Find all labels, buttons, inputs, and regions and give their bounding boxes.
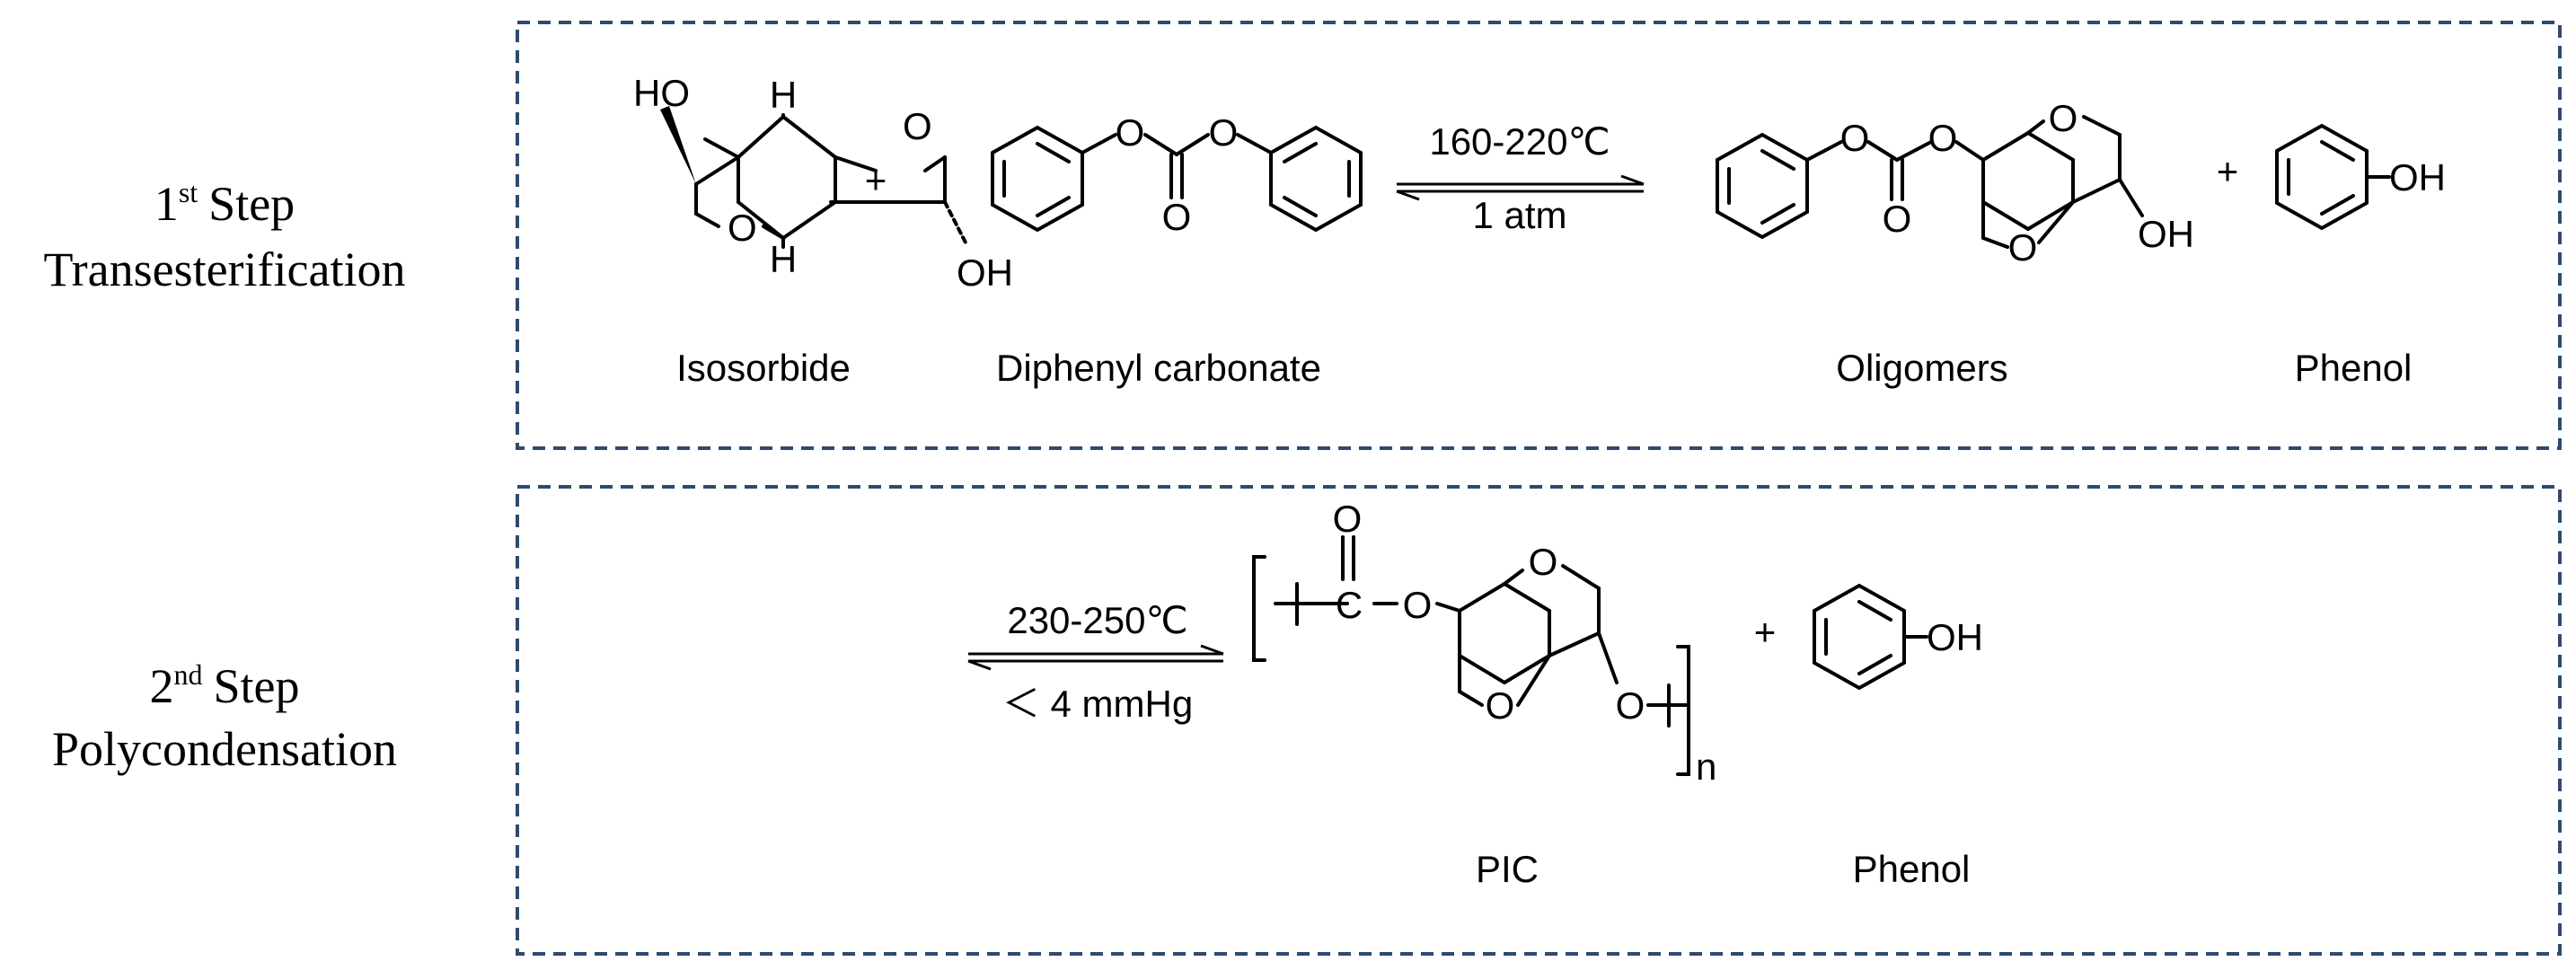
oligomer-o-ring-top: O: [2049, 97, 2078, 139]
phenol-oh-step2: OH: [1927, 616, 1983, 658]
dpc-o-left: O: [1116, 111, 1145, 154]
step1-equilibrium-arrow: [1396, 174, 1645, 201]
step2-box: [516, 485, 2562, 956]
dpc-name: Diphenyl carbonate: [996, 347, 1321, 389]
isosorbide-name: Isosorbide: [676, 347, 851, 389]
step2-ordinal: 2: [149, 659, 173, 713]
step1-condition-pressure: 1 atm: [1472, 194, 1566, 236]
oligomer-o-carbonyl: O: [1883, 198, 1912, 240]
phenol-name-step1: Phenol: [2295, 347, 2413, 389]
phenol-oh-step1: OH: [2389, 156, 2446, 198]
step1-plus-1: +: [865, 159, 887, 201]
isosorbide-o-left: O: [728, 207, 757, 249]
step2-subtitle: Polycondensation: [52, 722, 397, 776]
oligomer-structure: [1716, 115, 2144, 249]
step2-word: Step: [213, 659, 299, 713]
dpc-o-right: O: [1209, 111, 1239, 154]
isosorbide-ho-label: HO: [633, 72, 690, 114]
isosorbide-o-right: O: [903, 105, 932, 147]
step2-plus: +: [1754, 611, 1777, 653]
oligomer-o-2: O: [1928, 117, 1958, 159]
pic-o-ester: O: [1403, 584, 1433, 626]
isosorbide-h-bottom: H: [770, 238, 797, 280]
step1-box: [516, 21, 2562, 450]
dpc-o-carbonyl: O: [1162, 196, 1192, 238]
isosorbide-structure: [694, 113, 967, 249]
oligomer-o-ring-bottom: O: [2008, 226, 2038, 269]
step2-condition-temp: 230-250℃: [1007, 599, 1187, 641]
step2-equilibrium-arrow: [967, 644, 1224, 671]
pic-o-ring-top: O: [1529, 541, 1558, 583]
isosorbide-h-top: H: [770, 74, 797, 116]
pic-name: PIC: [1476, 848, 1539, 890]
step1-title: 1st Step: [154, 176, 295, 231]
oligomer-o-1: O: [1840, 117, 1870, 159]
step2-title: 2nd Step: [149, 658, 299, 713]
step2-sup: nd: [173, 658, 202, 691]
pic-repeat-n: n: [1696, 745, 1716, 788]
phenol-structure-step2: [1813, 583, 1928, 691]
pic-o-carbonyl: O: [1333, 498, 1363, 540]
isosorbide-oh-label: OH: [957, 251, 1013, 294]
phenol-structure-step1: [2275, 123, 2391, 231]
pic-structure: [1252, 535, 1690, 776]
step2-condition-pressure: ＜ 4 mmHg: [1002, 683, 1193, 725]
pic-c-label: C: [1336, 584, 1363, 626]
pic-o-end: O: [1616, 684, 1645, 727]
phenol-name-step2: Phenol: [1853, 848, 1971, 890]
step1-sup: st: [179, 176, 198, 208]
step1-word: Step: [208, 177, 295, 231]
step1-plus-2: +: [2217, 150, 2239, 192]
step1-subtitle: Transesterification: [44, 243, 406, 296]
oligomer-name: Oligomers: [1836, 347, 2007, 389]
step1-ordinal: 1: [154, 177, 179, 231]
isosorbide-wedge-bond: [660, 106, 696, 184]
oligomer-oh-label: OH: [2138, 213, 2194, 255]
pic-o-ring-bottom: O: [1486, 684, 1515, 727]
step1-condition-temp: 160-220℃: [1429, 120, 1610, 163]
diphenyl-carbonate-structure: [991, 125, 1363, 233]
